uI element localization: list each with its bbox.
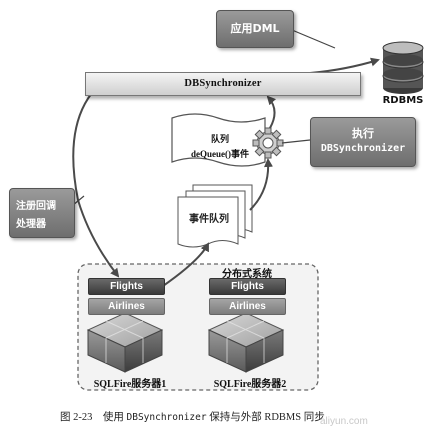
listener-note-line1: 注册回调 [16,201,56,212]
queue-document-line2: deQueue()事件 [191,149,249,159]
apply-dml-note: 应用DML [216,10,294,48]
caption-prefix: 图 2-23 使用 [60,412,127,423]
rdbms-label: RDBMS [382,95,424,106]
register-listener-note: 注册回调 处理器 [9,188,75,238]
apply-dml-text: 应用DML [230,22,280,35]
arrow-eventqueue-to-gear [249,158,273,211]
event-queue-stack [177,184,253,248]
arrow-sync-to-server [72,83,120,278]
server-2-airlines-region: Airlines [209,298,286,315]
arrow-gear-to-sync [266,95,277,129]
queue-document-text: 队列 deQueue()事件 [178,133,262,161]
queue-document-line1: 队列 [210,135,229,145]
caption-mono: DBSynchronizer [126,412,207,423]
server-1-airlines-region: Airlines [88,298,165,315]
server-2-label: SQLFire服务器2 [213,379,287,390]
server-1-label: SQLFire服务器1 [93,379,167,390]
watermark: aliyun.com [320,416,368,427]
server-2-cube-icon [207,312,285,373]
execute-note-line2: DBSynchronizer [320,143,406,154]
arrow-server-to-eventqueue [162,242,209,287]
server-1-cube-icon [86,312,164,373]
database-icon [382,41,424,94]
event-queue-label: 事件队列 [189,214,229,225]
execute-note-line1: 执行 [352,127,374,140]
server-2-flights-region: Flights [209,278,286,295]
dbsynchronizer-bar: DBSynchronizer [85,72,361,96]
figure-caption: 图 2-23 使用 DBSynchronizer 保持与外部 RDBMS 同步 [60,409,325,424]
listener-note-line2: 处理器 [16,219,46,230]
execute-synchronizer-note: 执行 DBSynchronizer [310,117,416,167]
caption-suffix: 保持与外部 RDBMS 同步 [206,412,325,423]
dml-note-connector [291,29,336,49]
distributed-system-label: 分布式系统 [222,269,272,280]
server-1-flights-region: Flights [88,278,165,295]
execute-note-connector [281,139,311,144]
